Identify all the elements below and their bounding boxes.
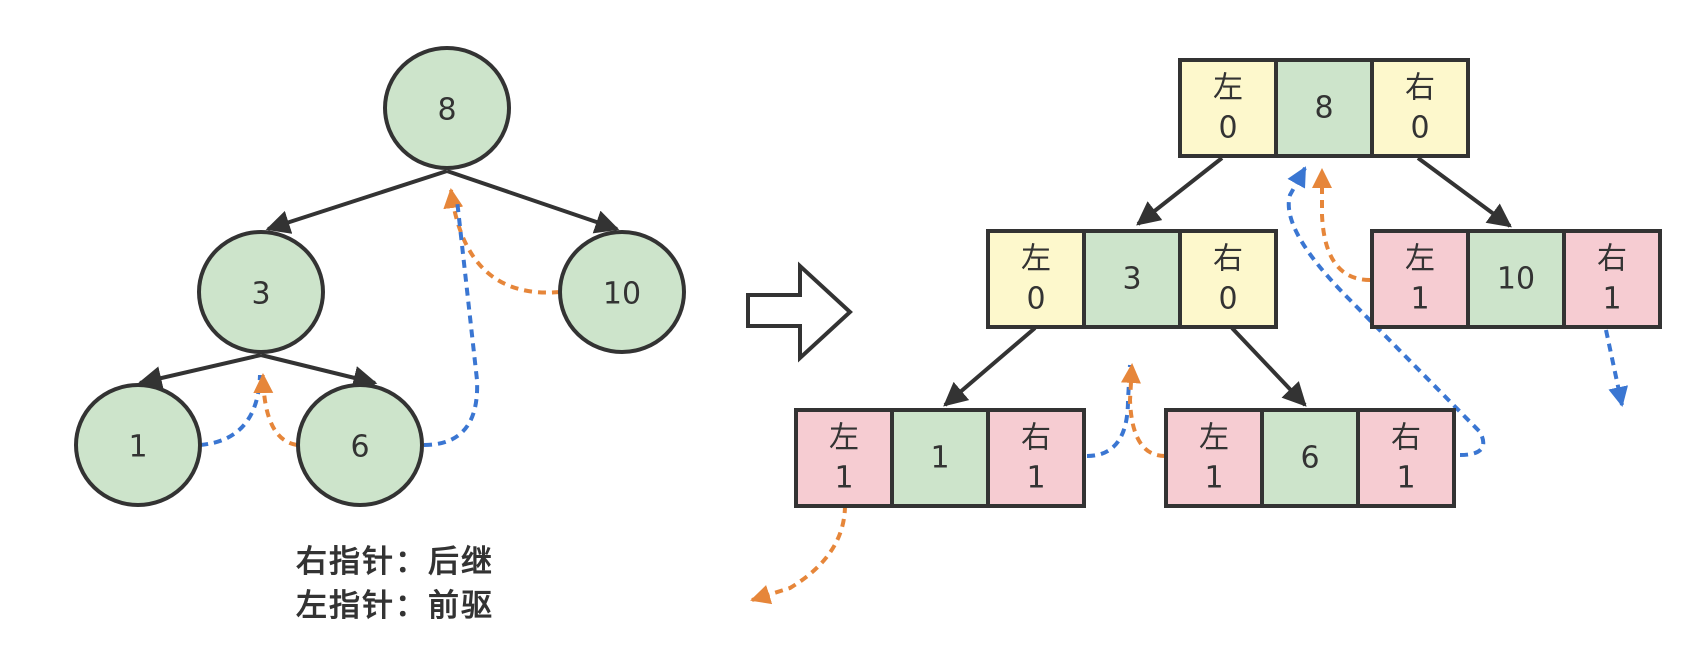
left-pointer-label: 左 xyxy=(1199,421,1229,456)
tree-edge-3-6 xyxy=(260,353,378,390)
right-tag-flag: 0 xyxy=(1218,282,1237,317)
thread-10-left-to-8 xyxy=(1312,168,1371,282)
threaded-edge-8-3 xyxy=(1136,156,1224,226)
tree-node-label: 1 xyxy=(128,430,147,465)
left-pointer-label: 左 xyxy=(1405,242,1435,277)
right-tag-flag: 1 xyxy=(1602,282,1621,317)
right-flag-cell xyxy=(1356,408,1456,508)
node-value: 1 xyxy=(930,441,949,476)
value-cell xyxy=(1274,58,1374,158)
thread-6-to-3-predecessor xyxy=(253,373,298,447)
thread-6-right-to-8 xyxy=(1286,166,1486,457)
right-tag-flag: 1 xyxy=(1026,461,1045,496)
thread-10-right-to-null xyxy=(1604,329,1629,407)
thread-10-to-8-predecessor xyxy=(443,188,561,295)
thread-6-to-8-successor xyxy=(423,199,480,447)
threaded-node: 左 0 3 右 0 xyxy=(986,229,1278,329)
tree-node-label: 8 xyxy=(437,93,456,128)
left-flag-cell xyxy=(1178,58,1278,158)
tree-node: 1 xyxy=(74,383,202,507)
left-flag-cell xyxy=(794,408,894,508)
threaded-node: 左 1 1 右 1 xyxy=(794,408,1086,508)
node-value: 8 xyxy=(1314,91,1333,126)
tree-node: 8 xyxy=(383,46,511,170)
legend-left-pointer: 左指针：前驱 xyxy=(296,588,494,624)
value-cell xyxy=(1260,408,1360,508)
node-value: 3 xyxy=(1122,262,1141,297)
thread-6-left-to-3 xyxy=(1120,363,1166,458)
threaded-edge-8-10 xyxy=(1416,156,1512,228)
right-tag-flag: 0 xyxy=(1410,111,1429,146)
right-tag-flag: 1 xyxy=(1396,461,1415,496)
left-flag-cell xyxy=(986,229,1086,329)
left-tag-flag: 1 xyxy=(1204,461,1223,496)
tree-edge-8-3 xyxy=(265,169,448,234)
tree-node: 6 xyxy=(296,383,424,507)
legend: 右指针：后继 左指针：前驱 xyxy=(296,540,494,628)
threaded-node: 左 0 8 右 0 xyxy=(1178,58,1470,158)
right-flag-cell xyxy=(1178,229,1278,329)
binary-tree: 8 3 10 1 6 xyxy=(74,46,686,507)
right-arrow-icon xyxy=(746,261,853,363)
tree-node: 10 xyxy=(558,230,686,354)
right-pointer-label: 右 xyxy=(1597,242,1627,277)
legend-right-pointer: 右指针：后继 xyxy=(296,544,494,580)
tree-edge-8-10 xyxy=(446,169,620,234)
left-pointer-label: 左 xyxy=(1021,242,1051,277)
thread-1-left-to-null xyxy=(750,504,847,605)
tree-node-label: 3 xyxy=(251,277,270,312)
right-pointer-label: 右 xyxy=(1405,71,1435,106)
tree-node-label: 10 xyxy=(603,277,641,312)
right-flag-cell xyxy=(986,408,1086,508)
right-pointer-label: 右 xyxy=(1391,421,1421,456)
left-flag-cell xyxy=(1164,408,1264,508)
value-cell xyxy=(1466,229,1566,329)
left-pointer-label: 左 xyxy=(1213,71,1243,106)
threaded-edge-3-6 xyxy=(1230,326,1307,407)
threaded-node: 左 1 6 右 1 xyxy=(1164,408,1456,508)
thread-1-right-to-3 xyxy=(1086,364,1132,458)
right-flag-cell xyxy=(1562,229,1662,329)
left-tag-flag: 1 xyxy=(834,461,853,496)
tree-node: 3 xyxy=(197,230,325,354)
left-pointer-label: 左 xyxy=(829,421,859,456)
right-flag-cell xyxy=(1370,58,1470,158)
left-tag-flag: 1 xyxy=(1410,282,1429,317)
right-pointer-label: 右 xyxy=(1021,421,1051,456)
thread-1-to-3-successor xyxy=(199,374,262,447)
threaded-node: 左 1 10 右 1 xyxy=(1370,229,1662,329)
right-pointer-label: 右 xyxy=(1213,242,1243,277)
node-value: 10 xyxy=(1497,262,1535,297)
tree-edge-3-1 xyxy=(137,353,262,390)
left-tag-flag: 0 xyxy=(1218,111,1237,146)
tree-node-label: 6 xyxy=(350,430,369,465)
node-value: 6 xyxy=(1300,441,1319,476)
left-tag-flag: 0 xyxy=(1026,282,1045,317)
threaded-tree: 左 0 8 右 0 左 0 3 右 0 左 1 10 右 1 左 1 1 右 1 左 1 6 右 1 xyxy=(750,58,1662,605)
threaded-edge-3-1 xyxy=(943,326,1037,407)
